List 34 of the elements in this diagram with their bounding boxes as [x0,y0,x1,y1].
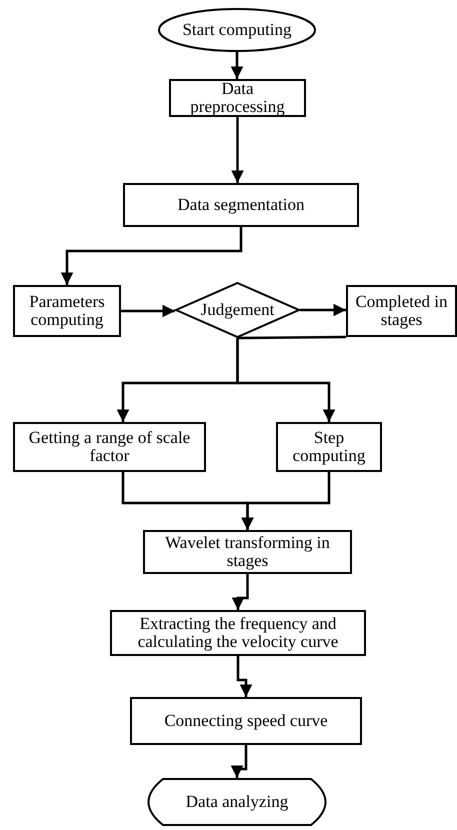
node-label: Data analyzing [184,793,290,811]
node-label: Extracting the frequency and calculating the velocity curve [136,615,340,651]
node-label: Connecting speed curve [163,712,329,730]
process-box [276,422,382,472]
arrow [231,117,244,183]
node-label: Start computing [181,21,293,39]
process-box [346,285,457,337]
process-box [123,183,359,227]
node-label: Parameters computing [28,293,106,329]
node-label: Judgement [200,301,276,319]
process-box [143,530,352,574]
process-box [13,422,206,472]
process-box [169,79,306,117]
arrow [121,304,175,318]
arrow [60,227,242,285]
decision-diamond [175,282,300,338]
connector-line [237,336,346,340]
start-ellipse [158,8,316,52]
arrow [236,338,336,422]
node-label: Data segmentation [176,196,306,214]
arrow [230,745,248,778]
arrow [241,472,330,530]
arrow [232,574,249,610]
process-box [13,285,121,337]
node-label: Step computing [292,429,366,465]
node-label: Data preprocessing [189,80,286,116]
arrow [300,304,346,316]
process-box [110,610,366,656]
arrow [236,656,252,697]
process-box [130,697,362,745]
node-label: Completed in stages [354,293,449,329]
node-label: Getting a range of scale factor [28,429,192,465]
node-label: Wavelet transforming in stages [164,534,331,570]
arrow [230,52,244,79]
